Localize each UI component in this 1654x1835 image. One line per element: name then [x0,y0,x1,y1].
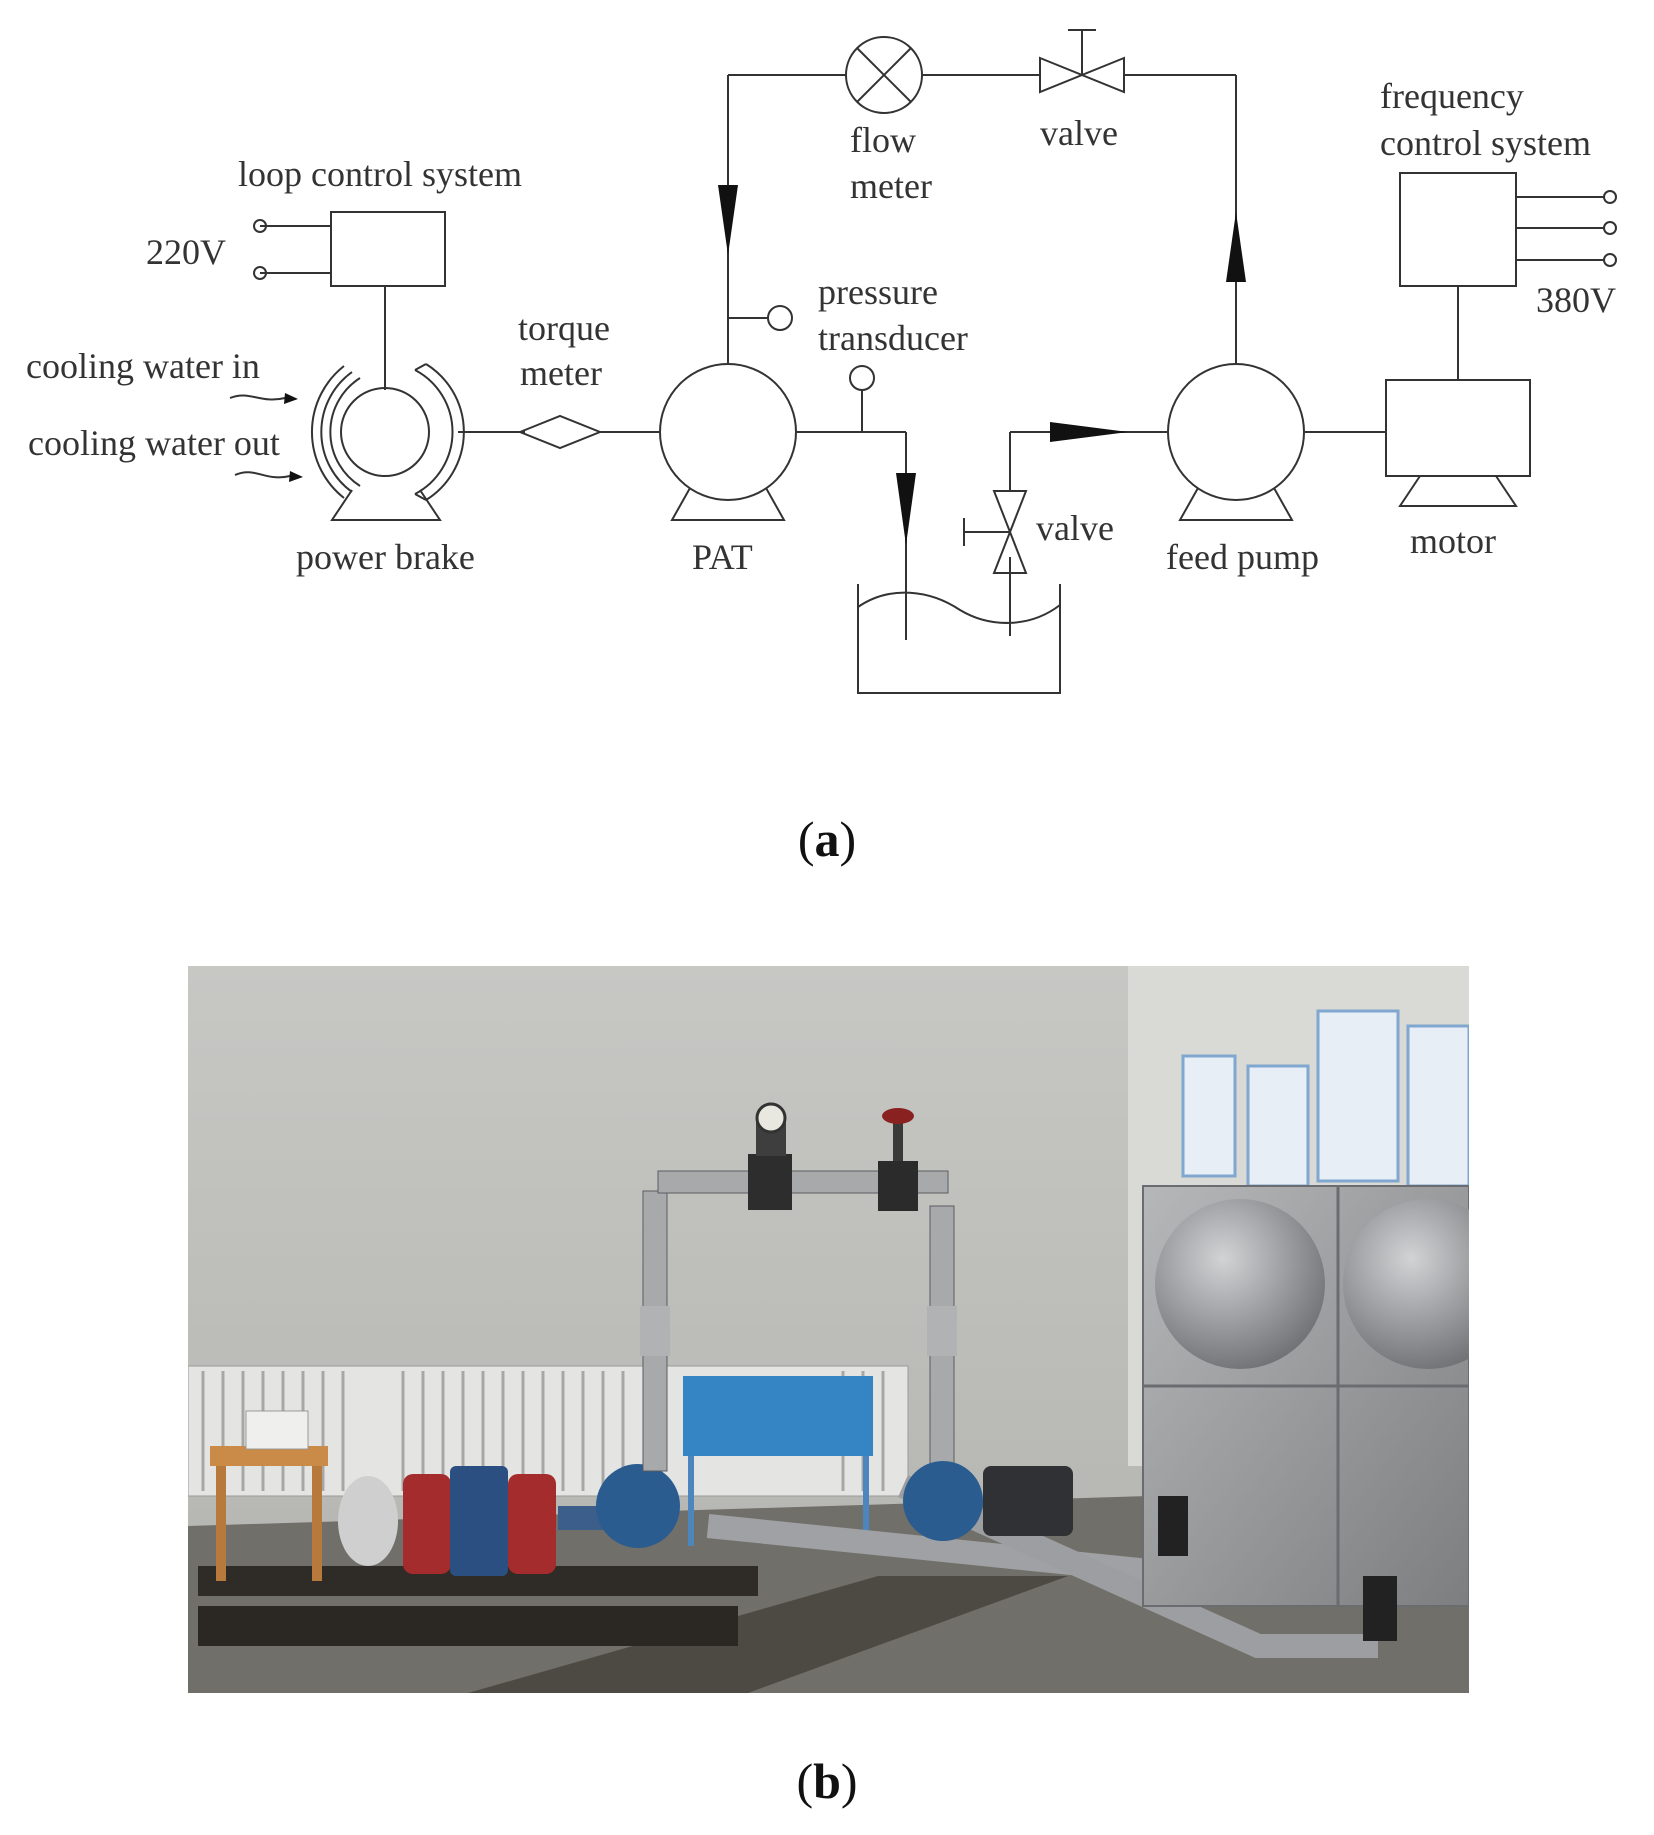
caption-a: (a) [797,811,857,867]
motor-symbol [1385,379,1531,507]
flow-meter-symbol [845,36,923,114]
label-motor: motor [1410,521,1496,561]
valve-bottom-symbol [963,490,1028,574]
water-tank-symbol [857,584,1061,694]
label-flow-meter: meter [850,166,932,206]
label-cooling-water-out: cooling water out [28,423,280,463]
label-flow: flow [850,120,916,160]
label-valve-top: valve [1040,113,1118,153]
test-rig-photo [188,966,1469,1693]
label-transducer: transducer [818,318,968,358]
power-brake [338,1476,398,1566]
label-pat: PAT [692,537,753,577]
blue-instrument-box [683,1376,873,1456]
stool [210,1446,328,1466]
flow-arrow-down-pat-inlet [718,185,738,255]
pipe-top [657,1170,949,1194]
tank-panel-dome [1155,1199,1325,1369]
caption-b: (b) [796,1753,858,1809]
poster [1406,1024,1469,1188]
feed-pump [903,1461,983,1541]
poster [1181,1054,1237,1178]
label-control-system: control system [1380,123,1591,163]
drain-grate [468,1576,1068,1693]
pressure-transducer-inlet [767,305,793,331]
pressure-transducer-outlet [849,365,875,391]
loop-control-system-box [330,211,446,287]
poster [1316,1009,1400,1183]
label-loop-control-system: loop control system [238,154,522,194]
frequency-control-system-box [1399,172,1517,287]
feed-pump-symbol [1167,363,1305,521]
label-cooling-water-in: cooling water in [26,346,260,386]
label-220v: 220V [146,232,226,272]
pat-symbol [659,363,797,521]
flow-meter [748,1154,792,1210]
suction-pipe [898,1475,1378,1658]
power-brake-symbol [310,363,465,521]
valve-top [878,1161,918,1211]
flow-arrow-right-suction [1050,422,1128,442]
flow-arrow-up-pump-outlet [1226,212,1246,282]
valve-bottom [1158,1496,1188,1556]
label-380v: 380V [1536,280,1616,320]
terminal-380v-3 [1603,253,1617,267]
label-frequency: frequency [1380,76,1524,116]
torque-meter-symbol [517,414,603,450]
test-rig-schematic: loop control system 220V cooling water i… [26,29,1617,694]
terminal-380v-1 [1603,190,1617,204]
terminal-380v-2 [1603,221,1617,235]
poster [1246,1064,1310,1188]
pat-pump [596,1464,680,1548]
valve-top-symbol [1039,29,1125,94]
label-feed-pump: feed pump [1166,537,1319,577]
terminal-220v-2 [253,266,267,280]
label-torque: torque [518,308,610,348]
label-torque-meter: meter [520,353,602,393]
cooling-water-out-arrow [234,471,291,479]
loop-control-box [245,1410,309,1450]
cooling-water-in-arrow [229,394,286,401]
label-pressure: pressure [818,272,938,312]
terminal-220v-1 [253,219,267,233]
label-power-brake: power brake [296,537,475,577]
flow-arrow-down-tank [896,473,916,545]
label-valve-bottom: valve [1036,508,1114,548]
